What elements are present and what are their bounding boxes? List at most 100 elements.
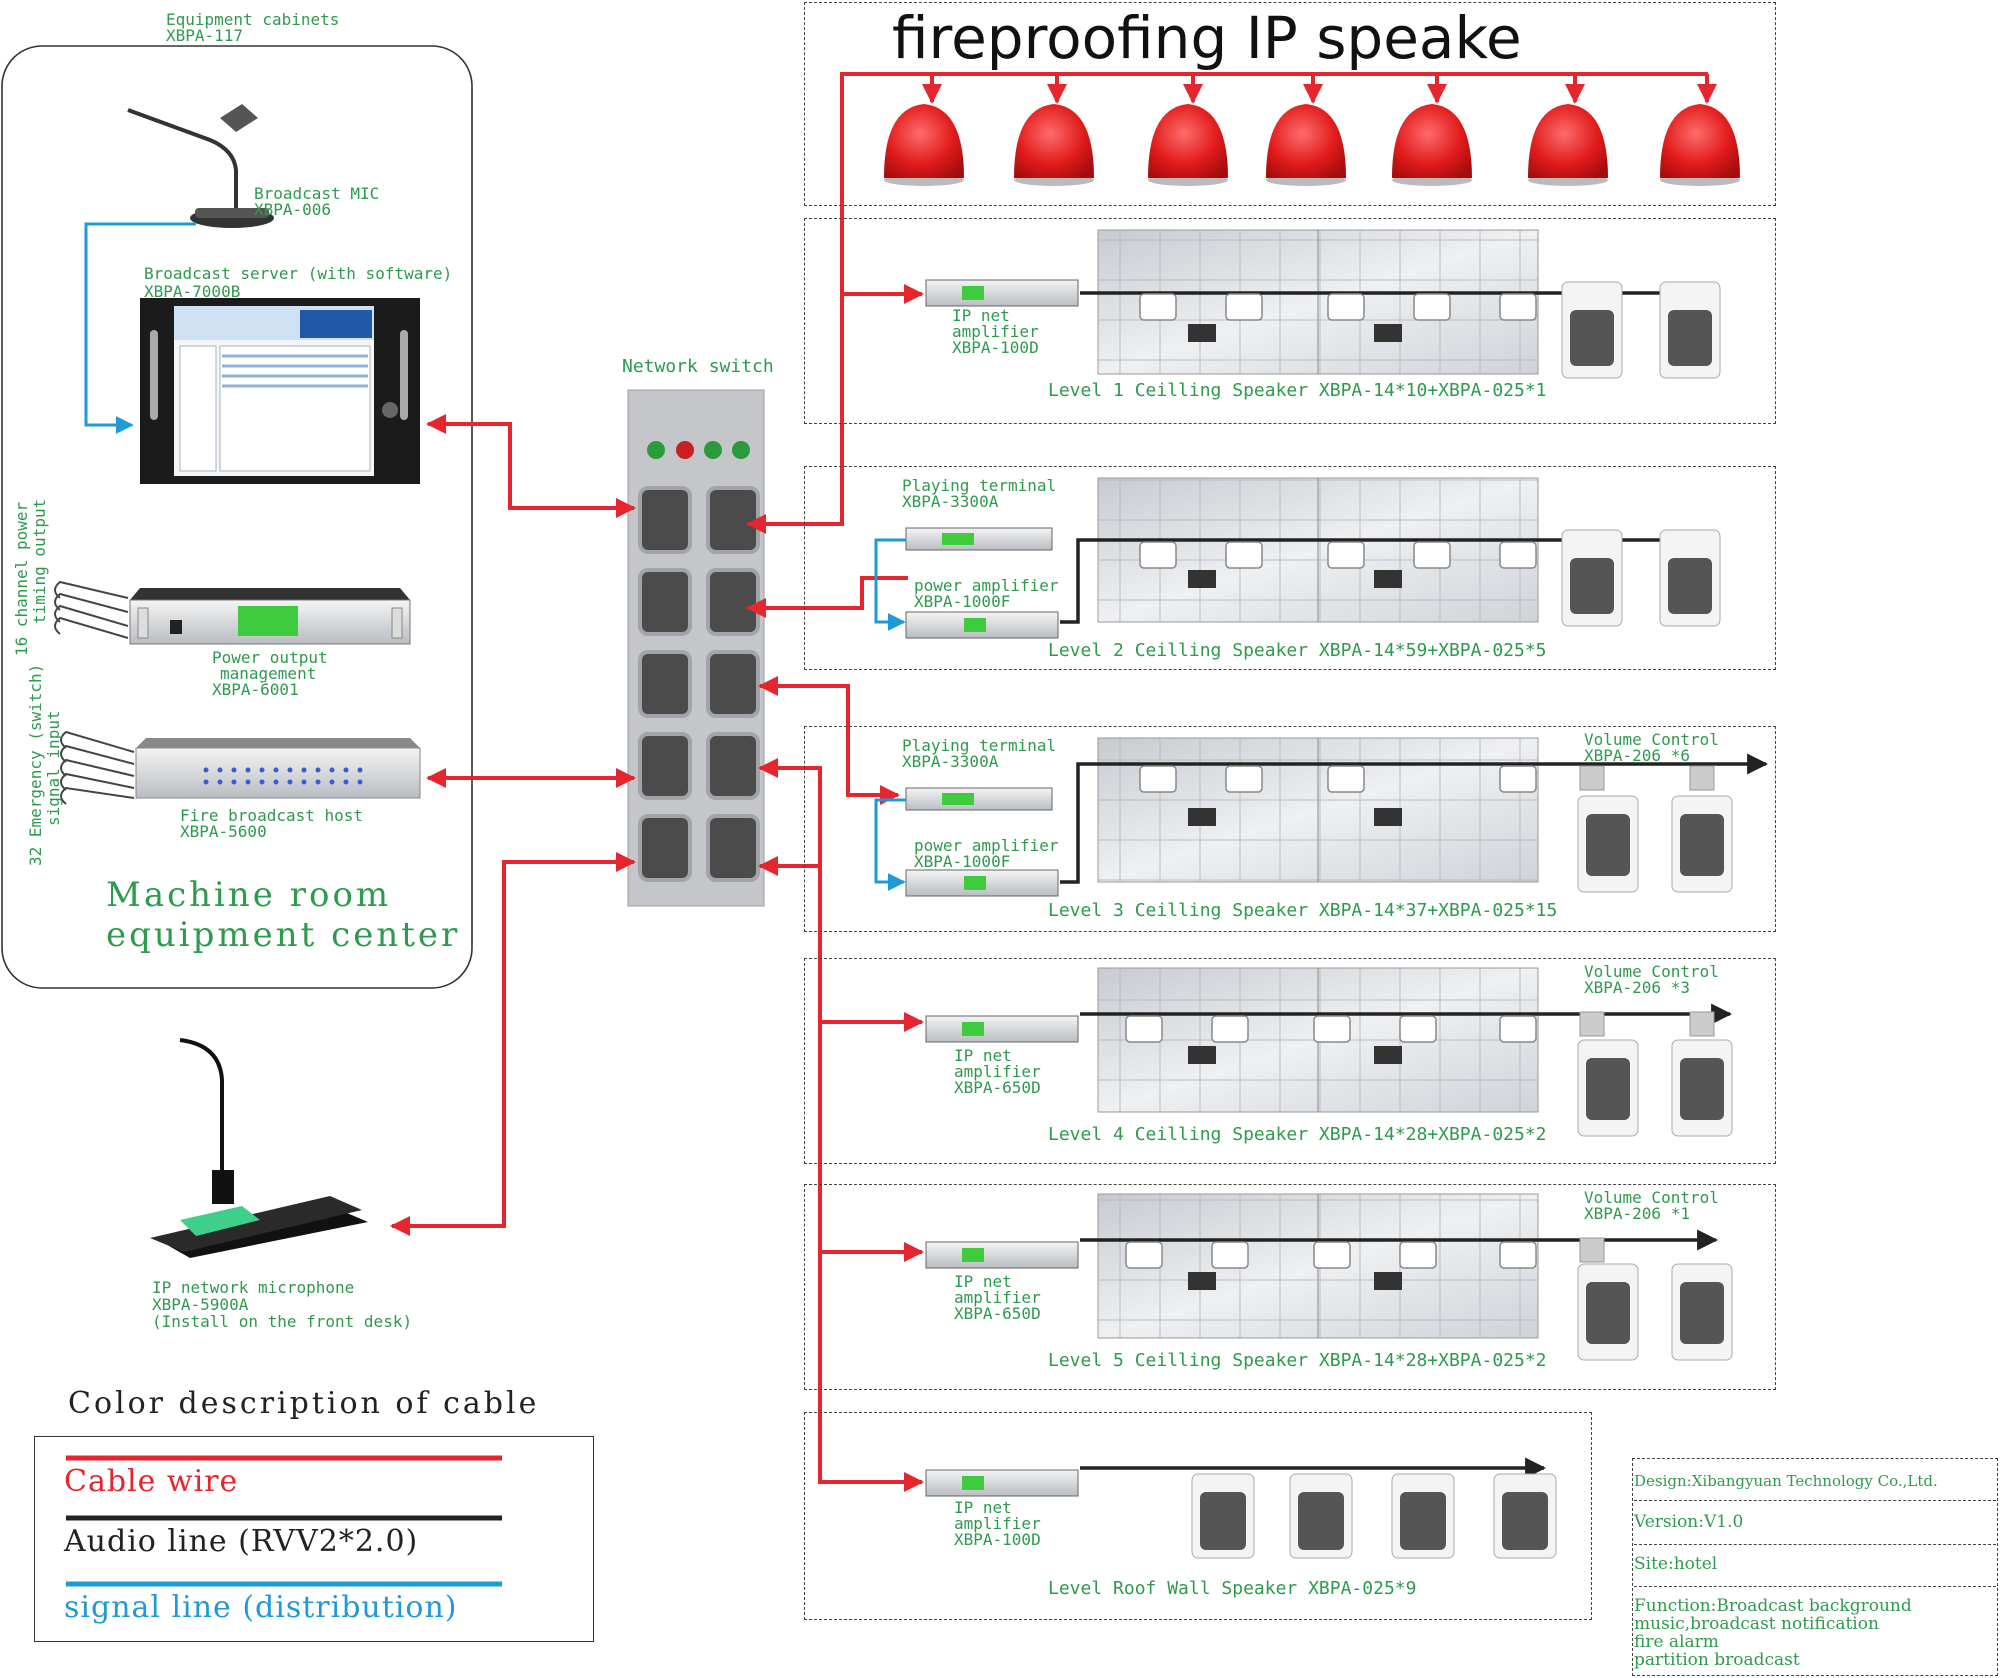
l2-pa-1: power amplifier [914,576,1059,595]
l2-caption: Level 2 Ceilling Speaker XBPA-14*59+XBPA… [1048,640,1547,661]
audio-lines [1060,282,1769,1479]
level-3-zone [804,726,1776,932]
legend-audio-label: Audio line (RVV2*2.0) [64,1524,419,1559]
power-label-1: Power output [212,648,328,667]
l3-pa-1: power amplifier [914,836,1059,855]
info-design: Design:Xibangyuan Technology Co.,Ltd. [1634,1472,1938,1490]
l4-vc-1: Volume Control [1584,962,1719,981]
signal-line-mic [84,222,196,434]
fire-side-label-1: 32 Emergency (switch) [26,663,45,866]
legend-title: Color description of cable [68,1386,540,1421]
info-version: Version:V1.0 [1634,1512,1744,1532]
fire-host-icon [135,738,421,799]
mic-label: Broadcast MIC [254,184,380,203]
switch-label: Network switch [622,356,774,377]
info-block [1632,1458,1998,1676]
broadcast-mic-icon [127,104,274,228]
l1-amp-1: IP net [952,306,1010,325]
level-1-zone [804,218,1776,424]
info-function-1: Function:Broadcast background [1634,1596,1912,1616]
level-4-zone [804,958,1776,1164]
fire-speaker-5 [1392,104,1472,186]
info-function-4: partition broadcast [1634,1650,1800,1670]
cabinet-label: Equipment cabinets [166,10,340,29]
legend-signal-label: signal line (distribution) [64,1590,458,1625]
info-function-2: music,broadcast notification [1634,1614,1879,1634]
legend-box [34,1436,594,1642]
mic-model: XBPA-006 [254,200,332,219]
cable-wires [390,72,1717,1492]
front-mic-note: (Install on the front desk) [152,1312,413,1331]
info-function-3: fire alarm [1634,1632,1719,1652]
info-divider [1634,1500,1996,1501]
legend-cable-label: Cable wire [64,1464,239,1499]
front-mic-model: XBPA-5900A [152,1295,249,1314]
fire-speaker-1 [884,104,964,186]
info-divider [1634,1586,1996,1587]
fire-speaker-zone [804,2,1776,206]
roof-amp-1: IP net [954,1498,1012,1517]
power-output-wires [54,580,129,639]
l3-caption: Level 3 Ceilling Speaker XBPA-14*37+XBPA… [1048,900,1558,921]
fire-input-wires [60,730,135,805]
level-roof-zone [804,1412,1592,1620]
machine-room-title-2: equipment center [106,915,461,955]
l4-amp-1: IP net [954,1046,1012,1065]
power-management-icon [129,588,411,645]
l5-amp-3: XBPA-650D [954,1304,1041,1323]
fire-speaker-7 [1660,104,1740,186]
power-label-2: management [220,664,317,683]
info-site: Site:hotel [1634,1554,1718,1574]
l2-term-1: Playing terminal [902,476,1057,495]
fire-model: XBPA-5600 [180,822,267,841]
roof-caption: Level Roof Wall Speaker XBPA-025*9 [1048,1578,1417,1599]
l3-vc-1: Volume Control [1584,730,1719,749]
l4-amp-3: XBPA-650D [954,1078,1041,1097]
power-model: XBPA-6001 [212,680,299,699]
level-5-zone [804,1184,1776,1390]
ceiling-speakers [1125,293,1537,1269]
fire-speaker-4 [1266,104,1346,186]
server-model: XBPA-7000B [144,282,241,301]
fire-label: Fire broadcast host [180,806,364,825]
level-2-zone [804,466,1776,670]
l4-amp-2: amplifier [954,1062,1041,1081]
l3-vc-2: XBPA-206 *6 [1584,746,1690,765]
network-switch-icon [627,389,765,907]
machine-room-title-1: Machine room [106,875,392,915]
l5-amp-2: amplifier [954,1288,1041,1307]
power-side-label-2: timing output [30,498,49,624]
ceiling-vents [1188,324,1402,1290]
fireproof-speakers [884,104,1740,186]
l3-term-2: XBPA-3300A [902,752,999,771]
fire-speaker-6 [1528,104,1608,186]
cabinet-model: XBPA-117 [166,26,244,45]
power-side-label-1: 16 channel power [12,501,31,656]
l4-caption: Level 4 Ceilling Speaker XBPA-14*28+XBPA… [1048,1124,1547,1145]
l5-amp-1: IP net [954,1272,1012,1291]
l3-term-1: Playing terminal [902,736,1057,755]
l5-vc-2: XBPA-206 *1 [1584,1204,1690,1223]
l2-term-2: XBPA-3300A [902,492,999,511]
l2-pa-2: XBPA-1000F [914,592,1011,611]
fire-speaker-2 [1014,104,1094,186]
l3-pa-2: XBPA-1000F [914,852,1011,871]
fire-side-label-2: signal input [44,710,63,826]
roof-amp-2: amplifier [954,1514,1041,1533]
amplifier-units [905,279,1079,1497]
broadcast-server-icon [140,298,420,484]
l1-amp-3: XBPA-100D [952,338,1039,357]
front-mic-label: IP network microphone [152,1278,355,1297]
l1-amp-2: amplifier [952,322,1039,341]
fire-speaker-3 [1148,104,1228,186]
info-divider [1634,1544,1996,1545]
volume-controls [1579,765,1715,1263]
diagram-title: fireproofing IP speake [892,4,1522,72]
l5-vc-1: Volume Control [1584,1188,1719,1207]
l5-caption: Level 5 Ceilling Speaker XBPA-14*28+XBPA… [1048,1350,1547,1371]
wall-speakers [1191,281,1733,1559]
l1-caption: Level 1 Ceilling Speaker XBPA-14*10+XBPA… [1048,380,1547,401]
front-mic-icon [150,1038,368,1258]
roof-amp-3: XBPA-100D [954,1530,1041,1549]
